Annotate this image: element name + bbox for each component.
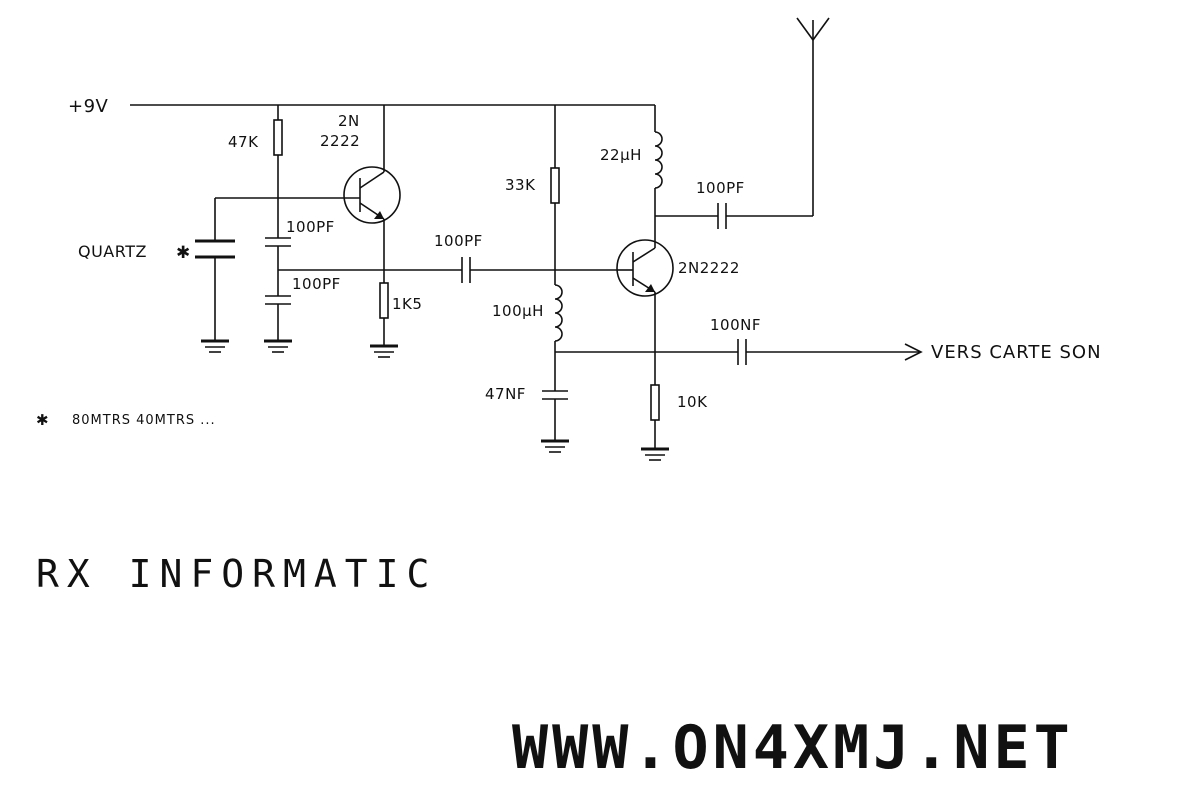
footnote: ✱ 80MTRS 40MTRS ... [36, 411, 216, 429]
website-url: WWW.ON4XMJ.NET [512, 713, 1074, 783]
antenna-icon [796, 17, 830, 216]
capacitor-c4: 100PF [655, 179, 813, 229]
quartz-crystal: QUARTZ ✱ [78, 197, 360, 340]
capacitor-c3: 100PF [434, 232, 483, 283]
resistor-r3: 33K [505, 105, 560, 285]
r4-label: 10K [677, 393, 708, 411]
ground-icon [370, 344, 398, 358]
transistor-q1: 2N 2222 [320, 105, 401, 283]
capacitor-c6: 47NF [485, 385, 568, 440]
q2-label: 2N2222 [678, 259, 740, 277]
c5-label: 100NF [710, 316, 761, 334]
r2-label: 1K5 [392, 295, 422, 313]
supply-label: +9V [68, 96, 109, 117]
footnote-asterisk: ✱ [36, 411, 50, 429]
q1-label-line1: 2N [338, 112, 360, 130]
c4-label: 100PF [696, 179, 745, 197]
resistor-r1: 47K [228, 105, 283, 238]
ground-icon [264, 339, 292, 353]
capacitor-c5: 100NF VERS CARTE SON [555, 316, 1102, 365]
c3-label: 100PF [434, 232, 483, 250]
q1-label-line2: 2222 [320, 132, 360, 150]
capacitor-c2: 100PF [265, 275, 341, 340]
inductor-l2: 100µH [492, 284, 563, 391]
l1-label: 22µH [600, 146, 642, 164]
quartz-asterisk: ✱ [176, 243, 191, 263]
r3-label: 33K [505, 176, 536, 194]
c2-label: 100PF [292, 275, 341, 293]
c6-label: 47NF [485, 385, 526, 403]
ground-icon [641, 447, 669, 461]
supply-rail: +9V [68, 96, 655, 117]
resistor-r2: 1K5 [379, 282, 422, 345]
capacitor-c1: 100PF [265, 218, 335, 296]
transistor-q2: 2N2222 [616, 239, 740, 385]
resistor-r4: 10K [650, 384, 708, 448]
inductor-l1: 22µH [600, 105, 663, 248]
diagram-title: RX INFORMATIC [36, 552, 437, 596]
output-label: VERS CARTE SON [931, 342, 1102, 363]
quartz-label: QUARTZ [78, 242, 147, 261]
r1-label: 47K [228, 133, 259, 151]
c1-label: 100PF [286, 218, 335, 236]
ground-icon [201, 339, 229, 353]
footnote-text: 80MTRS 40MTRS ... [72, 413, 216, 428]
l2-label: 100µH [492, 302, 544, 320]
ground-icon [541, 439, 569, 453]
